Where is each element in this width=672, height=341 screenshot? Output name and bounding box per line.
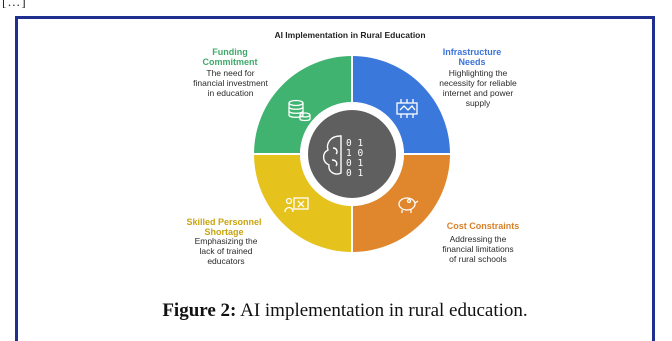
infrastructure-description: Highlighting the necessity for reliable …	[439, 68, 517, 108]
funding-heading: Funding Commitment	[202, 47, 258, 67]
segment-personnel	[254, 154, 352, 252]
personnel-heading: Skilled Personnel Shortage	[186, 217, 262, 237]
coins-icon	[288, 99, 311, 122]
cost-heading: Cost Constraints	[446, 221, 520, 231]
segment-cost	[352, 154, 450, 252]
segment-infrastructure	[352, 56, 450, 154]
cost-description: Addressing the financial limitations of …	[442, 234, 514, 264]
figure-frame	[15, 16, 655, 341]
center-disc	[308, 110, 396, 198]
svg-text:0 1: 0 1	[346, 158, 363, 169]
circuit-icon	[396, 99, 418, 118]
caption-label: Figure 2:	[162, 300, 237, 321]
svg-text:0 1: 0 1	[346, 138, 363, 149]
svg-text:1 0: 1 0	[346, 148, 363, 159]
caption-text: AI implementation in rural education.	[236, 300, 528, 321]
infrastructure-heading: Infrastructure Needs	[442, 47, 502, 67]
funding-description: The need for financial investment in edu…	[193, 68, 268, 98]
brain-binary-icon: 0 1 1 0 0 1 0 1	[322, 135, 363, 179]
corner-mark: […]	[2, 0, 27, 9]
piggy-bank-icon	[398, 197, 419, 213]
personnel-description: Emphasizing the lack of trained educator…	[194, 236, 258, 266]
figure-caption: Figure 2: AI implementation in rural edu…	[60, 300, 630, 322]
svg-text:0 1: 0 1	[346, 168, 363, 179]
diagram-title: AI Implementation in Rural Education	[274, 30, 426, 40]
teacher-icon	[284, 197, 309, 213]
